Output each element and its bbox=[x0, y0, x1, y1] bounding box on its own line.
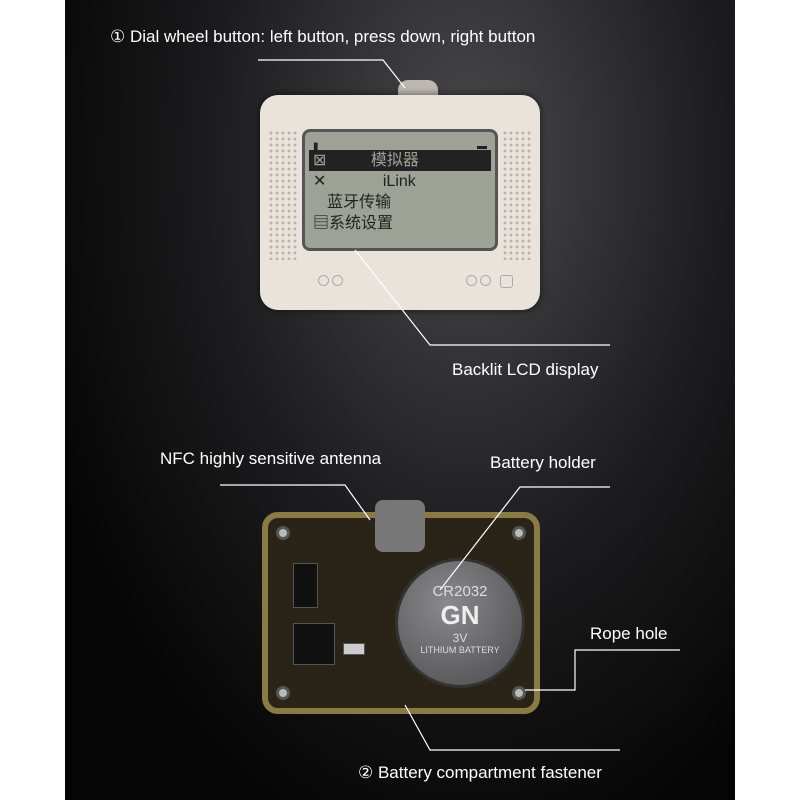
menu-item: ⊠ 模拟器 bbox=[309, 150, 491, 171]
status-bar: ▮ ▬ bbox=[313, 141, 487, 152]
menu-item: ✕ iLink bbox=[313, 173, 416, 190]
menu-item: 蓝牙传输 bbox=[327, 194, 392, 211]
label-dial-wheel: ① Dial wheel button: left button, press … bbox=[110, 27, 536, 46]
screw-hole bbox=[276, 526, 290, 540]
label-lcd: Backlit LCD display bbox=[452, 360, 599, 379]
chip bbox=[293, 563, 318, 608]
speaker-grille-right bbox=[502, 130, 532, 260]
lcd-screen: ▮ ▬ ⊠ 模拟器 ✕ iLink 蓝牙传输 ▤系统设置 bbox=[302, 129, 498, 251]
label-rope-hole: Rope hole bbox=[590, 624, 668, 643]
label-nfc: NFC highly sensitive antenna bbox=[160, 449, 382, 468]
label-fastener: ② Battery compartment fastener bbox=[358, 763, 602, 782]
screw-hole bbox=[276, 686, 290, 700]
label-battery-holder: Battery holder bbox=[490, 453, 596, 472]
coin-battery: CR2032 GN 3V LITHIUM BATTERY bbox=[395, 558, 525, 688]
speaker-grille-left bbox=[268, 130, 298, 260]
button-indicator bbox=[332, 275, 343, 286]
button-indicator bbox=[466, 275, 477, 286]
menu-item: ▤系统设置 bbox=[313, 215, 394, 232]
battery-voltage: 3V bbox=[452, 631, 468, 645]
battery-type: LITHIUM BATTERY bbox=[420, 645, 500, 655]
screw-hole bbox=[512, 526, 526, 540]
button-indicator bbox=[318, 275, 329, 286]
battery-model: CR2032 bbox=[432, 583, 488, 600]
callout-lines bbox=[220, 59, 680, 751]
battery-brand: GN bbox=[440, 600, 480, 630]
battery-holder bbox=[375, 500, 425, 552]
chip bbox=[293, 623, 335, 665]
button-indicator bbox=[500, 275, 513, 288]
button-indicator bbox=[480, 275, 491, 286]
device-front: ▮ ▬ ⊠ 模拟器 ✕ iLink 蓝牙传输 ▤系统设置 bbox=[260, 95, 540, 310]
product-photo: ① Dial wheel button: left button, press … bbox=[65, 0, 735, 800]
crystal bbox=[343, 643, 365, 655]
rope-hole bbox=[512, 686, 526, 700]
